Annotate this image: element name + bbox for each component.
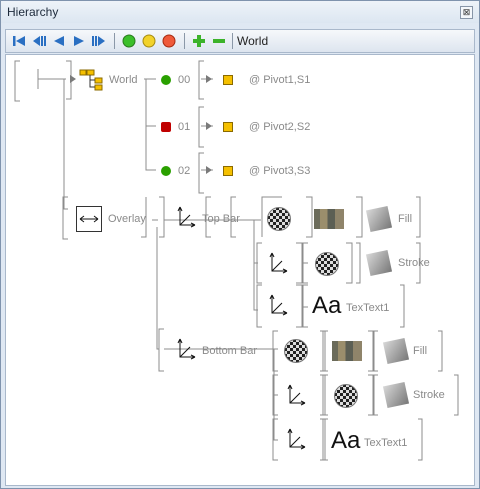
checker-icon <box>334 384 358 408</box>
circle-red-icon[interactable] <box>162 34 176 48</box>
child-id-02[interactable]: 02 <box>178 165 191 177</box>
status-red-icon <box>161 122 171 132</box>
tree-connectors <box>14 60 459 461</box>
checker-icon <box>315 252 339 276</box>
hierarchy-icon <box>79 69 103 91</box>
bottom-bar-stroke-label[interactable]: Stroke <box>413 389 445 401</box>
pivot-square-icon <box>223 122 233 132</box>
first-icon[interactable] <box>12 34 26 48</box>
texture-thumbnail <box>314 209 344 229</box>
circle-yellow-icon[interactable] <box>142 34 156 48</box>
remove-icon[interactable] <box>212 34 226 48</box>
axes-icon <box>287 428 306 450</box>
hierarchy-canvas[interactable]: World 00 @ Pivot1,S1 01 @ Pivot2,S2 02 @… <box>5 54 475 486</box>
world-label[interactable]: World <box>109 74 138 86</box>
toolbar-separator <box>184 33 185 49</box>
axes-icon <box>269 294 288 316</box>
bottom-bar-text-label[interactable]: TexText1 <box>364 437 408 449</box>
stroke-swatch-icon <box>382 381 410 409</box>
texture-thumbnail <box>332 341 362 361</box>
toolbar-separator <box>232 33 233 49</box>
child-id-00[interactable]: 00 <box>178 74 191 86</box>
stroke-swatch-icon <box>365 249 393 277</box>
bottom-bar-label[interactable]: Bottom Bar <box>202 345 258 357</box>
status-green-icon <box>161 75 171 85</box>
pivot-square-icon <box>223 166 233 176</box>
toolbar-separator <box>114 33 115 49</box>
play-back-icon[interactable] <box>52 34 66 48</box>
axes-icon <box>269 252 288 274</box>
checker-icon <box>284 339 308 363</box>
checker-icon <box>267 207 291 231</box>
top-bar-label[interactable]: Top Bar <box>202 213 240 225</box>
toolbar: World <box>5 29 475 53</box>
axes-icon <box>177 338 196 360</box>
text-glyph: Aa <box>312 292 342 319</box>
close-button[interactable]: ⊠ <box>460 6 473 19</box>
breadcrumb[interactable]: World <box>237 34 269 48</box>
pivot-label-1[interactable]: @ Pivot1,S1 <box>249 74 311 86</box>
top-bar-text-label[interactable]: TexText1 <box>346 302 390 314</box>
top-bar-fill-label[interactable]: Fill <box>398 213 413 225</box>
pivot-label-2[interactable]: @ Pivot2,S2 <box>249 121 311 133</box>
resize-horizontal-icon <box>76 206 102 232</box>
step-back-icon[interactable] <box>32 34 46 48</box>
overlay-label[interactable]: Overlay <box>108 213 146 225</box>
text-glyph: Aa <box>331 427 361 454</box>
pivot-label-3[interactable]: @ Pivot3,S3 <box>249 165 311 177</box>
axes-icon <box>287 384 306 406</box>
axes-icon <box>177 206 196 228</box>
child-id-01[interactable]: 01 <box>178 121 191 133</box>
play-icon[interactable] <box>72 34 86 48</box>
pivot-square-icon <box>223 75 233 85</box>
window-title: Hierarchy <box>7 5 59 19</box>
fill-swatch-icon <box>365 205 393 233</box>
circle-green-icon[interactable] <box>122 34 136 48</box>
bottom-bar-fill-label[interactable]: Fill <box>413 345 428 357</box>
status-green-icon <box>161 166 171 176</box>
step-forward-icon[interactable] <box>92 34 106 48</box>
top-bar-stroke-label[interactable]: Stroke <box>398 257 430 269</box>
fill-swatch-icon <box>382 337 410 365</box>
add-icon[interactable] <box>192 34 206 48</box>
title-bar: Hierarchy ⊠ <box>1 1 479 23</box>
